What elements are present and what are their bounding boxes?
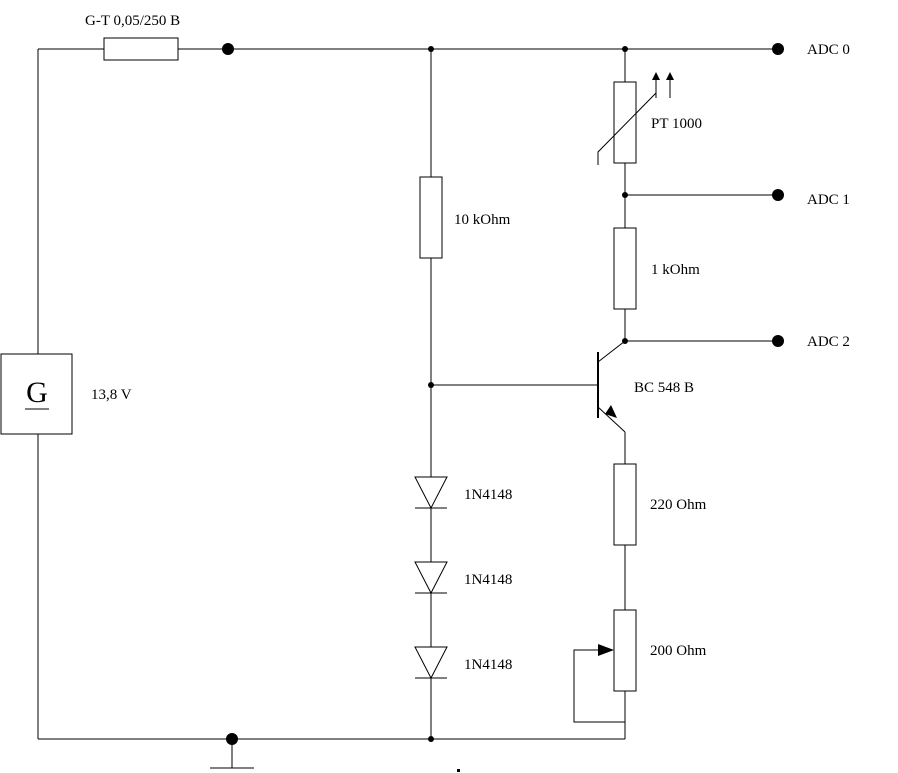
terminal-after-fuse — [222, 43, 234, 55]
wires — [37, 48, 778, 769]
source-symbol: G — [26, 376, 48, 409]
pt1000-markings — [597, 72, 674, 165]
terminals — [222, 43, 784, 772]
r10k-label: 10 kOhm — [454, 212, 511, 228]
junction-dot — [622, 192, 628, 198]
adc1-label: ADC 1 — [807, 192, 850, 208]
light-arrow-head — [652, 72, 660, 80]
r220-label: 220 Ohm — [650, 497, 707, 513]
diode3-label: 1N4148 — [464, 657, 512, 673]
adc0-label: ADC 0 — [807, 42, 850, 58]
terminal-adc0 — [772, 43, 784, 55]
collector-lead — [597, 340, 626, 363]
fuse-label: G-T 0,05/250 B — [85, 13, 180, 29]
source-box — [0, 353, 73, 435]
r1k-label: 1 kOhm — [651, 262, 700, 278]
resistor-1k — [613, 227, 637, 310]
junctions — [428, 46, 628, 742]
thermistor-slash — [597, 92, 657, 165]
terminal-ground — [226, 733, 238, 745]
junction-dot — [428, 46, 434, 52]
resistor-220 — [613, 463, 637, 546]
diode-2 — [414, 561, 448, 595]
labels: G-T 0,05/250 B 13,8 V 10 kOhm PT 1000 1 … — [85, 13, 850, 673]
source-voltage-label: 13,8 V — [91, 387, 132, 403]
light-arrow-head — [666, 72, 674, 80]
diode-3 — [414, 646, 448, 680]
emitter-lead — [597, 406, 626, 433]
junction-dot — [622, 46, 628, 52]
adc2-label: ADC 2 — [807, 334, 850, 350]
junction-dot — [428, 736, 434, 742]
transistor-label: BC 548 B — [634, 380, 694, 396]
pot-wiper-loop — [573, 649, 625, 723]
resistor-10k — [419, 176, 443, 259]
junction-dot — [428, 382, 434, 388]
terminal-adc1 — [772, 189, 784, 201]
stray-mark — [457, 769, 460, 772]
diode-triangle — [414, 646, 448, 680]
transistor-bc548 — [597, 352, 626, 433]
voltage-source: G — [0, 353, 73, 435]
emitter-arrow — [605, 405, 617, 418]
potentiometer-200 — [613, 609, 637, 692]
junction-dot — [622, 338, 628, 344]
diode2-label: 1N4148 — [464, 572, 512, 588]
terminal-adc2 — [772, 335, 784, 347]
diode-1 — [414, 476, 448, 510]
diode-triangle — [414, 561, 448, 595]
pot-wiper-arrow — [598, 644, 614, 656]
fuse — [103, 37, 179, 61]
pt1000-label: PT 1000 — [651, 116, 702, 132]
resistor-pt1000 — [613, 81, 637, 164]
diode-triangle — [414, 476, 448, 510]
pot200-label: 200 Ohm — [650, 643, 707, 659]
diode1-label: 1N4148 — [464, 487, 512, 503]
